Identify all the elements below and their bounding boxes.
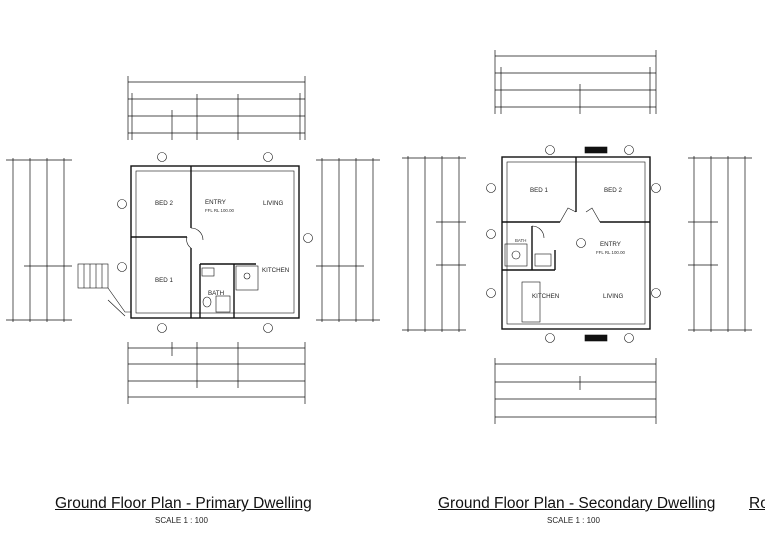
partial-third-title: Ro [749, 495, 765, 512]
secondary-dimension-lines-right [688, 156, 752, 332]
primary-bed2-label: BED 2 [155, 200, 173, 207]
secondary-bed2-label: BED 2 [604, 187, 622, 194]
primary-entry-label: ENTRY [205, 199, 226, 206]
primary-room-labels: BED 2 ENTRY FFL RL 100.00 LIVING BED 1 K… [155, 199, 289, 297]
primary-kitchen-label: KITCHEN [262, 267, 289, 274]
secondary-walls [501, 156, 651, 330]
secondary-entry-label: ENTRY [600, 241, 621, 248]
secondary-plan-title: Ground Floor Plan - Secondary Dwelling [438, 495, 716, 512]
secondary-dimension-lines-left [402, 156, 466, 332]
primary-plan-title: Ground Floor Plan - Primary Dwelling [55, 495, 312, 512]
primary-grid-markers [117, 152, 313, 333]
secondary-bed1-label: BED 1 [530, 187, 548, 194]
secondary-living-label: LIVING [603, 293, 623, 300]
secondary-grid-markers [486, 145, 661, 343]
primary-ffl-label: FFL RL 100.00 [205, 208, 235, 213]
secondary-bath-label: BATH [515, 238, 526, 243]
secondary-inner-detail [504, 146, 646, 342]
primary-plan-scale: SCALE 1 : 100 [155, 516, 208, 525]
primary-bath-label: BATH [208, 290, 224, 297]
primary-dimension-lines-bottom [127, 342, 306, 404]
secondary-ffl-label: FFL RL 100.00 [596, 250, 626, 255]
primary-bed1-label: BED 1 [155, 277, 173, 284]
primary-walls [130, 165, 300, 319]
secondary-dimension-lines-top [494, 50, 657, 114]
primary-dimension-lines-left [6, 158, 72, 322]
primary-inner-detail [77, 170, 295, 317]
primary-dimension-lines-right [316, 158, 380, 322]
secondary-dimension-lines-bottom [494, 358, 657, 424]
secondary-kitchen-label: KITCHEN [532, 293, 559, 300]
secondary-plan-scale: SCALE 1 : 100 [547, 516, 600, 525]
primary-living-label: LIVING [263, 200, 283, 207]
secondary-room-labels: BED 1 BED 2 BATH ENTRY FFL RL 100.00 KIT… [515, 187, 626, 300]
primary-dimension-lines-top [127, 76, 306, 140]
